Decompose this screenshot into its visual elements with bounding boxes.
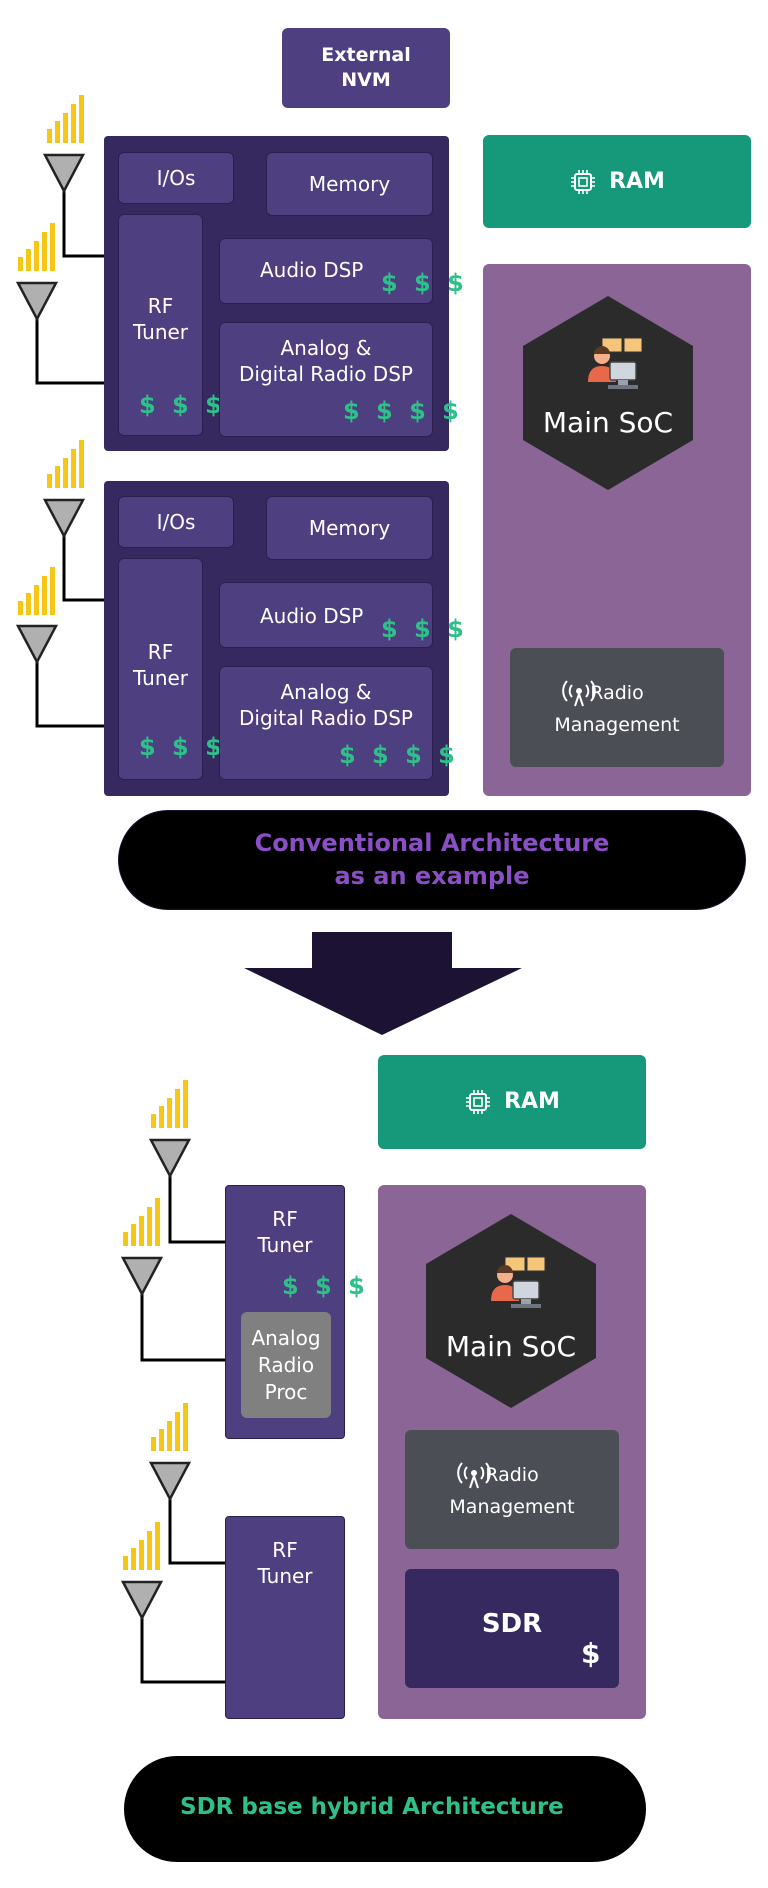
external-nvm-box: External NVM — [282, 28, 450, 108]
radio-management-label: Radio Management — [449, 1464, 575, 1518]
operator-icon — [588, 337, 643, 389]
caption-text: SDR base hybrid Architecture — [180, 1794, 564, 1820]
ram-label: RAM — [609, 168, 665, 194]
radio-dsp-label: Analog & Digital Radio DSP — [239, 336, 413, 386]
memory-block: Memory — [266, 152, 433, 216]
radio-broadcast-icon — [562, 680, 596, 707]
radio-dsp-cost: $ $ $ $ — [339, 741, 459, 769]
audio-cost: $ $ $ — [381, 615, 468, 643]
ios-block: I/Os — [118, 152, 234, 204]
rf-tuner-block: RF Tuner $ $ $ — [118, 214, 222, 436]
ram-label: RAM — [504, 1089, 560, 1114]
radio-management-box: Radio Management — [405, 1430, 619, 1549]
radio-dsp-label: Analog & Digital Radio DSP — [239, 680, 413, 730]
audio-cost: $ $ $ — [381, 269, 468, 297]
caption-text: Conventional Architecture as an example — [254, 829, 610, 890]
audio-dsp-label: Audio DSP — [260, 604, 364, 628]
radio-management-label: Radio Management — [554, 682, 680, 736]
memory-label: Memory — [308, 172, 391, 196]
analog-radio-proc-label: Analog Radio Proc — [251, 1325, 321, 1404]
radio-management-box: Radio Management — [510, 648, 724, 767]
radio-dsp-cost: $ $ $ $ — [343, 397, 463, 425]
main-soc-label: Main SoC — [445, 1330, 577, 1363]
rf-tuner-label: RF Tuner — [132, 640, 189, 690]
ios-label: I/Os — [156, 510, 196, 534]
main-soc-label: Main SoC — [542, 406, 674, 439]
ram-box: RAM — [378, 1055, 646, 1149]
conventional-architecture-caption: Conventional Architecture as an example — [118, 810, 746, 910]
rf-tuner-label: RF Tuner — [257, 1538, 313, 1588]
radio-dsp-block: Analog & Digital Radio DSP $ $ $ $ — [219, 666, 455, 780]
ios-label: I/Os — [156, 166, 196, 190]
ios-block: I/Os — [118, 496, 234, 548]
sdr-label: SDR — [481, 1609, 543, 1639]
chip-icon — [466, 1090, 491, 1114]
sdr-block: SDR $ — [405, 1569, 619, 1688]
sdr-cost: $ — [581, 1637, 601, 1670]
external-nvm-label: External NVM — [321, 44, 411, 91]
rf-cost: $ $ $ — [139, 391, 226, 419]
operator-icon — [491, 1256, 546, 1308]
radio-dsp-block: Analog & Digital Radio DSP $ $ $ $ — [219, 322, 459, 437]
rf-tuner-label: RF Tuner — [257, 1207, 313, 1257]
down-arrow-icon — [244, 932, 522, 1035]
rf-tuner-block: RF Tuner — [225, 1516, 345, 1719]
audio-dsp-block: Audio DSP $ $ $ — [219, 238, 464, 304]
rf-cost: $ $ $ — [282, 1272, 369, 1300]
audio-dsp-label: Audio DSP — [260, 258, 364, 282]
analog-radio-proc-block: Analog Radio Proc — [241, 1312, 331, 1418]
rf-tuner-block: RF Tuner $ $ $ — [118, 558, 222, 780]
audio-dsp-block: Audio DSP $ $ $ — [219, 582, 464, 648]
memory-label: Memory — [308, 516, 391, 540]
chip-icon — [571, 169, 596, 194]
radio-broadcast-icon — [457, 1462, 491, 1489]
ram-box: RAM — [483, 135, 751, 228]
memory-block: Memory — [266, 496, 433, 560]
rf-tuner-block: RF Tuner $ $ $ Analog Radio Proc — [225, 1185, 365, 1439]
rf-tuner-label: RF Tuner — [132, 294, 189, 344]
rf-cost: $ $ $ — [139, 733, 226, 761]
sdr-architecture-caption: SDR base hybrid Architecture — [124, 1756, 646, 1862]
